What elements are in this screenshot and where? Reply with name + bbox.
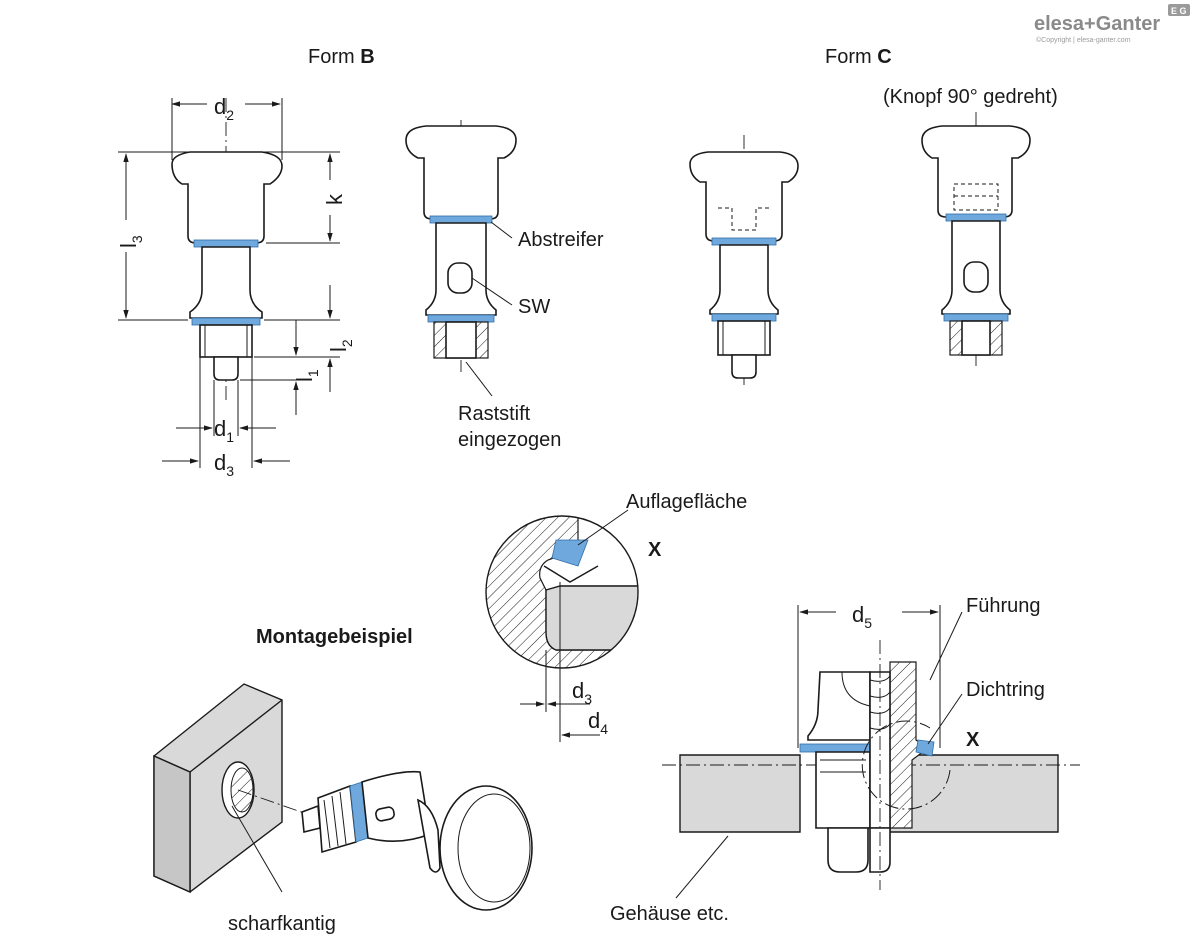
form-c-plunger-2 — [921, 112, 1031, 370]
dim-l2: l2 — [326, 339, 355, 352]
dim-d2: d2 — [214, 94, 234, 123]
seal-ring-c1 — [711, 313, 777, 322]
label-raststift: Raststift — [458, 403, 531, 425]
wiper-seal-b2 — [429, 215, 493, 224]
dim-l3: l3 — [116, 235, 145, 248]
detail-x: Auflagefläche X d3 d4 — [485, 491, 747, 742]
badge-text: E G — [1171, 6, 1187, 16]
title-montagebeispiel: Montagebeispiel — [256, 626, 413, 648]
label-sw: SW — [518, 296, 550, 318]
seal-ring — [191, 317, 261, 326]
wiper-seal-c2 — [945, 213, 1007, 222]
mounting-example-isometric: scharfkantig — [153, 683, 533, 935]
label-x-mount: X — [966, 729, 980, 751]
label-abstreifer: Abstreifer — [518, 229, 604, 251]
brand-logo: elesa+Ganter ©Copyright | elesa-ganter.c… — [1034, 4, 1190, 44]
wiper-seal — [193, 239, 259, 248]
seal-ring-b2 — [427, 314, 495, 323]
label-scharfkantig: scharfkantig — [228, 913, 336, 935]
logo-text: elesa+Ganter — [1034, 13, 1160, 35]
seal-ring-mounted — [799, 743, 873, 753]
label-fuehrung: Führung — [966, 595, 1041, 617]
label-dichtring: Dichtring — [966, 679, 1045, 701]
copyright-text: ©Copyright | elesa-ganter.com — [1036, 36, 1131, 44]
label-gehaeuse: Gehäuse etc. — [610, 903, 729, 925]
badge-icon — [1168, 4, 1190, 16]
form-b-plunger-annotated: Abstreifer SW Raststift eingezogen — [405, 120, 604, 451]
dim-d5: d5 — [852, 602, 872, 631]
form-c-title: Form C — [825, 46, 892, 68]
dim-d1: d1 — [214, 416, 234, 445]
seal-ring-c2 — [943, 313, 1009, 322]
form-b-title: Form B — [308, 46, 375, 68]
dim-l1: l1 — [292, 369, 321, 382]
form-c-plunger-1 — [689, 135, 799, 385]
label-eingezogen: eingezogen — [458, 429, 561, 451]
dim-k: k — [322, 193, 347, 205]
dim-d3-detail: d3 — [572, 678, 592, 707]
mounted-section: X d5 Führung Dichtring Gehäuse etc. — [610, 595, 1080, 925]
label-auflageflaeche: Auflagefläche — [626, 491, 747, 513]
form-b-plunger-dimensioned: d2 l3 k l2 l1 d1 d3 — [116, 94, 355, 479]
form-c-note: (Knopf 90° gedreht) — [883, 86, 1058, 108]
wiper-seal-c1 — [711, 237, 777, 246]
label-x-detail: X — [648, 539, 662, 561]
dim-d4: d4 — [588, 708, 608, 737]
dim-d3: d3 — [214, 450, 234, 479]
